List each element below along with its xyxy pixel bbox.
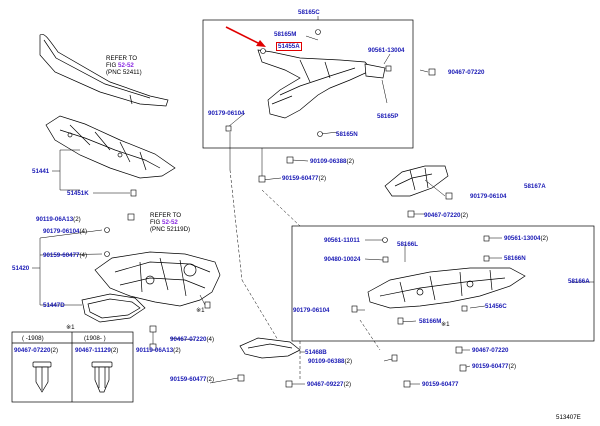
legend-note-mark: ※1: [66, 324, 75, 331]
legend-col2-part[interactable]: 90467-11129(2): [75, 347, 119, 354]
red-arrow-icon: [225, 26, 266, 47]
part-51456C[interactable]: 51456C: [485, 303, 507, 310]
box-top-section: [202, 19, 414, 149]
legend-box: [11, 331, 134, 403]
note-mark-2: ※1: [441, 321, 450, 328]
fender-liner-51455A: [257, 49, 373, 119]
part-51447D[interactable]: 51447D: [43, 302, 65, 309]
part-58165P[interactable]: 58165P: [377, 113, 399, 120]
part-51455A-highlighted[interactable]: 51455A: [276, 42, 302, 51]
part-90159-60477-bot[interactable]: 90159-60477(2): [170, 376, 215, 383]
part-90119-06A13-a[interactable]: 90119-06A13(2): [36, 216, 81, 223]
bracket-51468B: [239, 337, 301, 359]
engine-under-cover-51441: [45, 115, 176, 179]
part-51420[interactable]: 51420: [12, 265, 30, 272]
part-58165N[interactable]: 58165N: [336, 131, 358, 138]
part-90109-06388-bot[interactable]: 90109-06388(2): [308, 358, 353, 365]
part-90159-60477-top[interactable]: 90159-60477(2): [282, 175, 327, 182]
dashed-lines: [229, 169, 381, 380]
part-90179-06104-mid[interactable]: 90179-06104: [208, 110, 245, 117]
part-51441[interactable]: 51441: [32, 168, 50, 175]
part-90561-11011[interactable]: 90561-11011: [324, 237, 360, 244]
part-90467-07220-bot[interactable]: 90467-07220(4): [170, 336, 215, 343]
note-mark-1: ※1: [196, 307, 205, 314]
legend-col2-head: (1908- ): [84, 335, 106, 342]
refer-to-fig-note-2: REFER TO FIG 52-52 (PNC 52119D): [150, 212, 191, 234]
part-90467-07220-top[interactable]: 90467-07220: [448, 69, 485, 76]
cover-58167A: [384, 165, 449, 197]
part-90561-13004-right[interactable]: 90561-13004(2): [504, 235, 549, 242]
bracket-58165P: [364, 63, 386, 79]
seal-51447D: [81, 293, 146, 323]
part-90159-60477-br[interactable]: 90159-60477(2): [472, 363, 517, 370]
fastener-icons: [104, 29, 490, 388]
part-90159-60477-bm[interactable]: 90159-60477: [422, 381, 459, 388]
part-90480-10024[interactable]: 90480-10024: [324, 256, 361, 263]
part-90561-13004-top[interactable]: 90561-13004: [368, 47, 405, 54]
refer-to-fig-note-1: REFER TO FIG 52-52 (PNC 52411): [106, 55, 142, 77]
part-90109-06388-top[interactable]: 90109-06388(2): [310, 158, 355, 165]
part-90119-06A13-b[interactable]: 90119-06A13(2): [136, 347, 181, 354]
part-51468B[interactable]: 51468B: [305, 349, 327, 356]
illustration-code: 513407E: [556, 414, 581, 421]
part-58166M[interactable]: 58166M: [419, 318, 442, 325]
part-90179-06104-right[interactable]: 90179-06104: [470, 193, 507, 200]
part-51451K[interactable]: 51451K: [67, 190, 89, 197]
fig-link-1[interactable]: 52-52: [118, 62, 134, 70]
front-bumper-part: [39, 33, 169, 107]
under-cover-58166A: [367, 267, 526, 309]
engine-under-cover-51420: [94, 251, 221, 307]
part-58166N[interactable]: 58166N: [504, 255, 526, 262]
part-90467-07220-br[interactable]: 90467-07220: [472, 347, 509, 354]
part-90179-06104-left[interactable]: 90179-06104(4): [43, 228, 88, 235]
part-90179-06104-r2[interactable]: 90179-06104: [293, 307, 330, 314]
part-58165M[interactable]: 58165M: [274, 31, 297, 38]
part-90159-60477-left[interactable]: 90159-60477(4): [43, 252, 88, 259]
legend-col1-head: ( -1908): [22, 335, 44, 342]
part-58166L[interactable]: 58166L: [397, 241, 418, 248]
fig-link-2[interactable]: 52-52: [162, 219, 178, 227]
part-58166A[interactable]: 58166A: [568, 278, 590, 285]
part-90467-09227[interactable]: 90467-09227(2): [307, 381, 352, 388]
clip-icon-1908-after: [91, 361, 113, 393]
part-90467-07220-right[interactable]: 90467-07220(2): [424, 212, 469, 219]
legend-col1-part[interactable]: 90467-07220(2): [14, 347, 59, 354]
box-right-section: [291, 225, 595, 342]
part-58165C[interactable]: 58165C: [298, 9, 320, 16]
part-58167A[interactable]: 58167A: [524, 183, 546, 190]
clip-icon-1908-before: [32, 361, 52, 393]
